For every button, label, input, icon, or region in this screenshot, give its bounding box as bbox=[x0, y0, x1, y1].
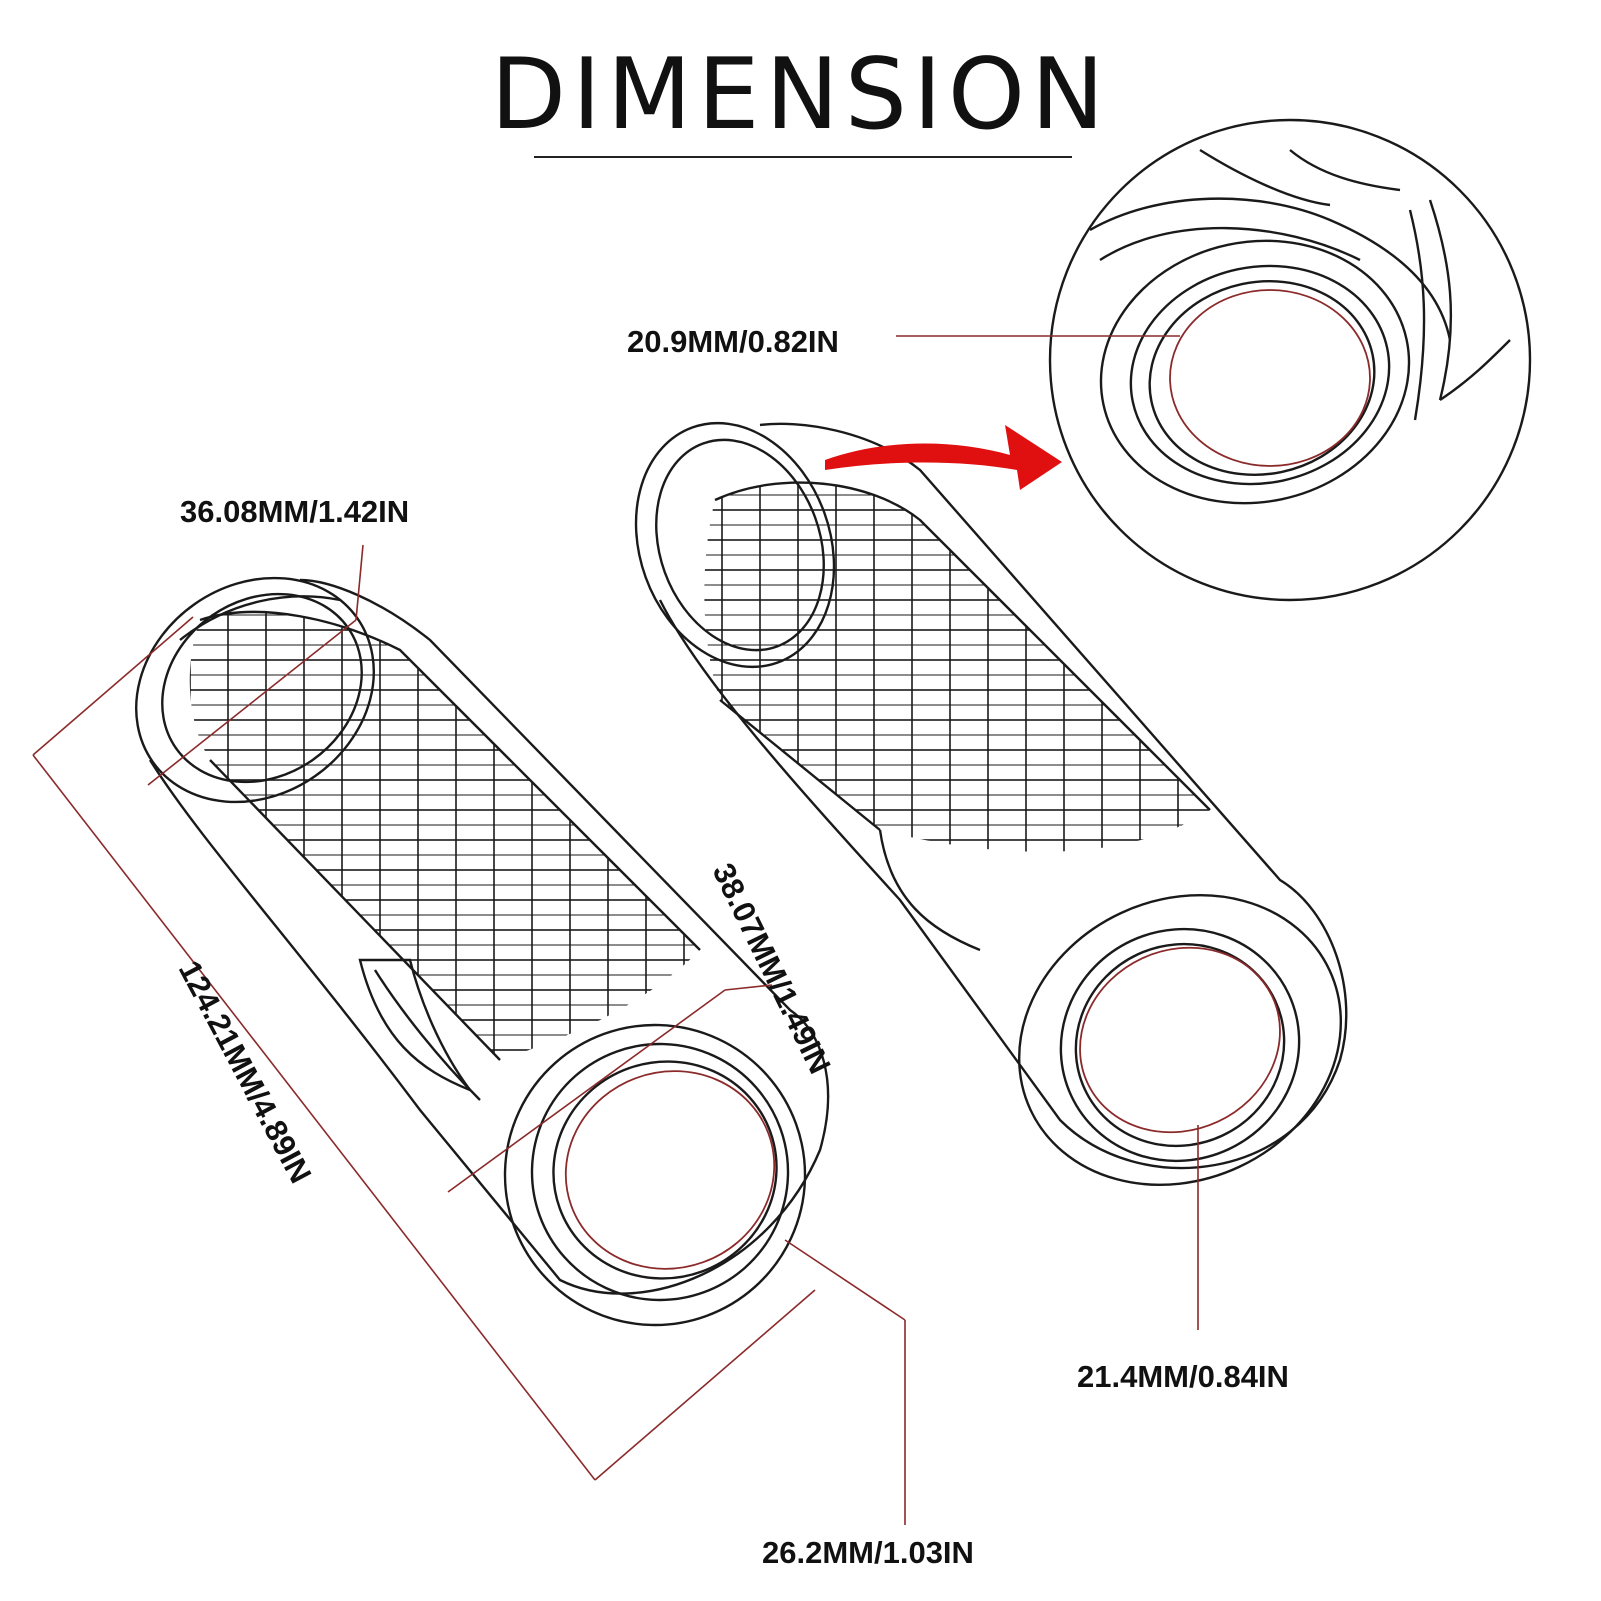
left-grip-bore bbox=[564, 1070, 776, 1270]
right-grip-near-end-inner bbox=[1074, 942, 1286, 1148]
left-grip-body bbox=[148, 578, 830, 1295]
detail-circle bbox=[1048, 118, 1532, 602]
detail-bore bbox=[1169, 289, 1371, 467]
dim-label-overall-length: 124.21MM/4.89IN bbox=[172, 955, 319, 1189]
detail-callout bbox=[1048, 118, 1532, 602]
page-title: DIMENSION bbox=[490, 38, 1111, 152]
right-grip-near-end-mid bbox=[1059, 927, 1301, 1163]
right-grip-bore bbox=[1079, 946, 1281, 1134]
title-underline bbox=[534, 156, 1072, 158]
left-grip-near-end-mid bbox=[530, 1042, 790, 1302]
dim-label-body-outer-diameter: 38.07MM/1.49IN bbox=[706, 858, 838, 1079]
right-grip-near-end-outer bbox=[1017, 894, 1343, 1186]
dim-label-end-outer-diameter: 36.08MM/1.42IN bbox=[180, 494, 410, 529]
dim-label-bore-left: 26.2MM/1.03IN bbox=[762, 1535, 974, 1570]
left-grip-near-end-inner bbox=[552, 1060, 778, 1280]
dim-label-bore-right: 21.4MM/0.84IN bbox=[1077, 1359, 1289, 1394]
dim-label-inner-end-detail: 20.9MM/0.82IN bbox=[627, 324, 839, 359]
right-grip bbox=[634, 421, 1348, 1186]
leader-lines bbox=[32, 335, 1199, 1525]
left-grip-near-end-outer bbox=[503, 1023, 807, 1327]
magnify-arrow bbox=[825, 425, 1062, 490]
